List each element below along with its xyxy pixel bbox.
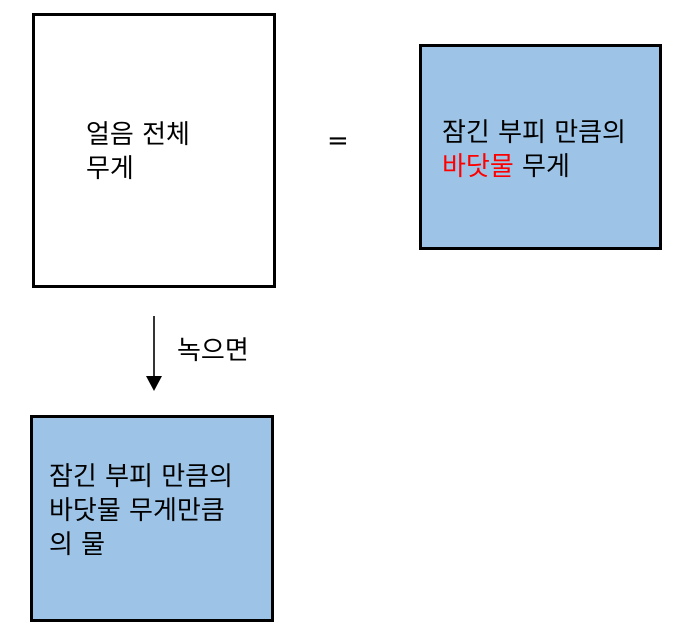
submerged-seawater-line-1: 잠긴 부피 만큼의 — [442, 118, 626, 148]
ice-weight-text: 얼음 전체 무게 — [86, 118, 190, 186]
ice-weight-line-1: 얼음 전체 — [86, 120, 190, 150]
equals-sign: = — [327, 126, 349, 156]
meltwater-line-2: 바닷물 무게만큼 — [49, 496, 225, 526]
submerged-seawater-text: 잠긴 부피 만큼의 바닷물 무게 — [442, 116, 626, 184]
seawater-weight-word: 무게 — [513, 152, 570, 182]
meltwater-line-1: 잠긴 부피 만큼의 — [49, 462, 233, 492]
down-arrow-icon — [146, 316, 162, 391]
seawater-highlight: 바닷물 — [442, 152, 514, 182]
meltwater-text: 잠긴 부피 만큼의 바닷물 무게만큼 의 물 — [49, 460, 233, 562]
melt-arrow-label: 녹으면 — [177, 336, 249, 366]
ice-weight-line-2: 무게 — [86, 154, 134, 184]
meltwater-box — [30, 415, 274, 622]
ice-weight-box — [32, 13, 276, 288]
submerged-seawater-line-2: 바닷물 무게 — [442, 150, 626, 184]
meltwater-line-3: 의 물 — [49, 530, 106, 560]
submerged-seawater-box — [419, 44, 662, 250]
